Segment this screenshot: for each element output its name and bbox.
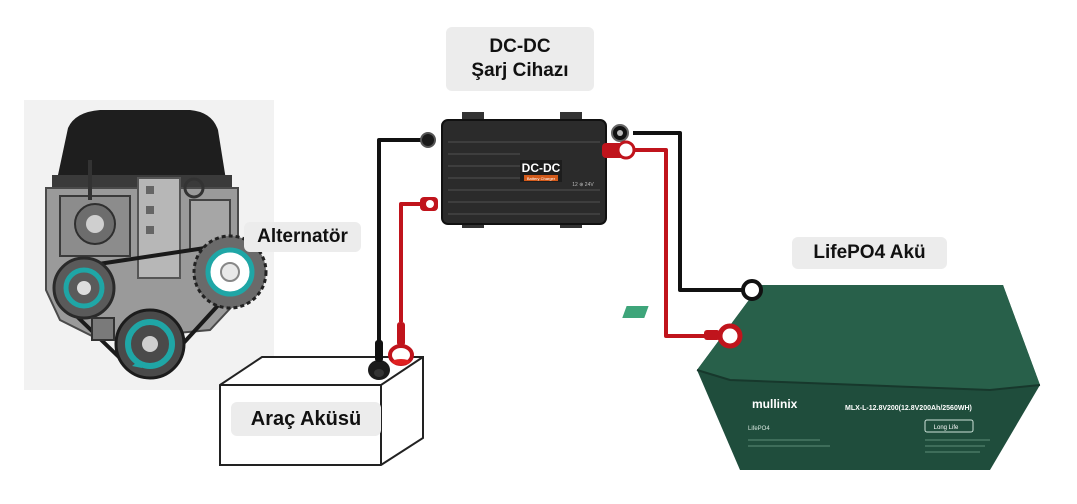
dcdc-charger-label: DC-DC Şarj Cihazı bbox=[446, 27, 594, 91]
dcdc-charger: DC-DC Battery Charger 12 ⊕ 24V bbox=[420, 112, 636, 228]
engine-illustration bbox=[24, 100, 274, 390]
lifepo4-pos-terminal bbox=[717, 323, 743, 349]
lifepo4-tagline: Long Life bbox=[934, 425, 959, 431]
charger-input-neg-terminal bbox=[420, 132, 436, 148]
wire-red-output bbox=[624, 148, 714, 338]
wiring bbox=[377, 131, 745, 345]
wire-black-input bbox=[377, 138, 432, 345]
dcdc-label-line2: Şarj Cihazı bbox=[471, 60, 569, 81]
charger-small-text: 12 ⊕ 24V bbox=[572, 182, 594, 188]
lifepo4-battery: mullinix MLX-L-12.8V200(12.8V200Ah/2560W… bbox=[622, 279, 1041, 470]
lifepo4-neg-terminal bbox=[741, 279, 763, 301]
alternator-label: Alternatör bbox=[244, 222, 361, 252]
dcdc-label-line1: DC-DC bbox=[489, 36, 551, 57]
lifepo4-brand: mullinix bbox=[752, 397, 798, 411]
lifepo4-model: MLX-L-12.8V200(12.8V200Ah/2560WH) bbox=[845, 405, 972, 412]
wire-red-input bbox=[399, 202, 428, 322]
lifepo4-chem: LifePO4 bbox=[748, 426, 770, 432]
vehicle-battery-label: Araç Aküsü bbox=[231, 402, 381, 436]
lifepo4-label: LifePO4 Akü bbox=[792, 237, 947, 269]
charger-sub-text: Battery Charger bbox=[527, 176, 556, 181]
charger-brand-text: DC-DC bbox=[522, 161, 561, 175]
wire-black-output bbox=[633, 131, 745, 292]
